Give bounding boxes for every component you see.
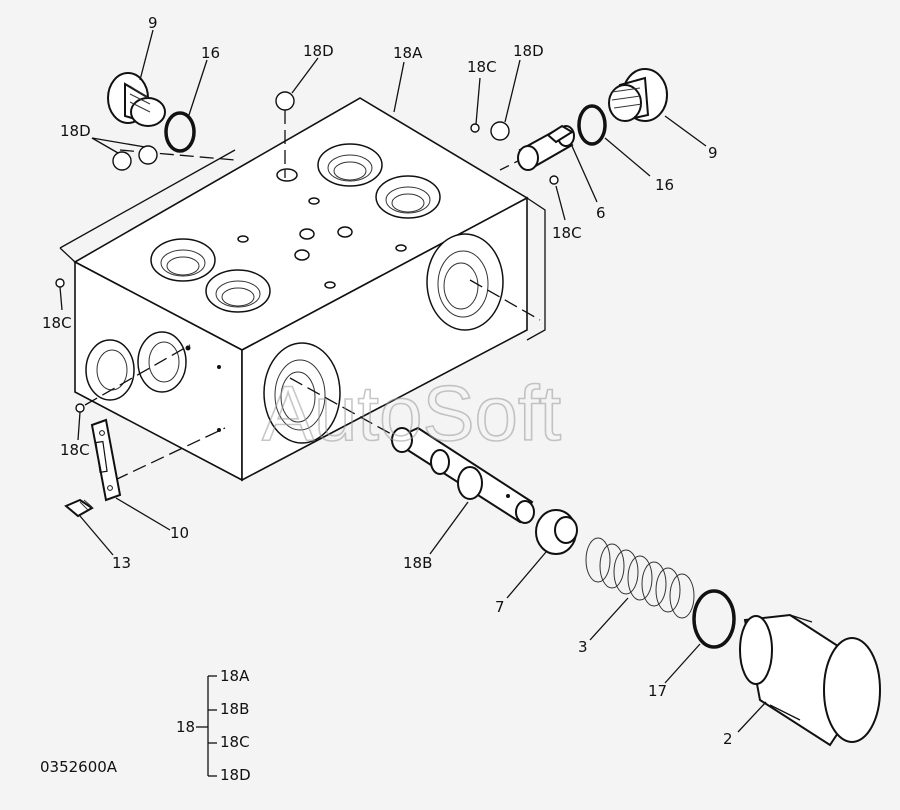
callout-18d-top: 18D — [303, 42, 334, 60]
balls — [55, 91, 559, 413]
callout-18a: 18A — [393, 44, 423, 62]
port-bore — [150, 238, 216, 282]
spool-18b — [389, 426, 535, 524]
ball-18c-top — [470, 123, 480, 133]
callout-18c-top: 18C — [467, 58, 497, 76]
piston-6 — [517, 124, 575, 171]
figure-code: 0352600A — [40, 758, 118, 776]
callout-18c-left-top: 18C — [42, 314, 72, 332]
spring-seat-7 — [535, 509, 578, 555]
plate-10 — [90, 418, 122, 502]
callout-17: 17 — [648, 682, 667, 700]
legend-item: 18C — [220, 733, 250, 751]
callout-10: 10 — [170, 524, 189, 542]
o-ring-16-right — [577, 104, 607, 146]
right-face-ports — [263, 233, 504, 444]
o-ring-16-left — [164, 111, 196, 153]
ball-18c-left-bot — [75, 403, 85, 413]
callout-18d-left: 18D — [60, 122, 91, 140]
legend-group-label: 18 — [176, 718, 195, 736]
ball-18d-right — [490, 121, 510, 141]
left-face-ports — [85, 331, 221, 432]
callout-6: 6 — [596, 204, 606, 222]
ball-18c-left-top — [55, 278, 65, 288]
callout-7: 7 — [495, 598, 505, 616]
callout-18d-right: 18D — [513, 42, 544, 60]
legend-item: 18B — [220, 700, 249, 718]
ball-18c-right — [549, 175, 559, 185]
callout-labels: 9 16 18D 18A 18C 18D 18D 9 16 6 18C 18C … — [42, 14, 733, 748]
leader-lines — [59, 29, 767, 733]
legend-item: 18D — [220, 766, 251, 784]
o-ring-17 — [692, 589, 736, 649]
port-bore — [205, 269, 271, 313]
callout-18c-right: 18C — [552, 224, 582, 242]
legend-item: 18A — [220, 667, 250, 685]
top-face-ports — [150, 143, 441, 313]
screw-13 — [64, 498, 94, 518]
callout-16-top: 16 — [201, 44, 220, 62]
callout-9-top: 9 — [148, 14, 158, 32]
ball-18d-left-b — [138, 145, 158, 165]
port-bore — [317, 143, 383, 187]
plug-2 — [739, 613, 881, 747]
callout-3: 3 — [578, 638, 588, 656]
callout-9-right: 9 — [708, 144, 718, 162]
callout-18b: 18B — [403, 554, 432, 572]
plug-9-right — [608, 68, 668, 122]
ball-18d-left-a — [112, 151, 132, 171]
callout-16-right: 16 — [655, 176, 674, 194]
watermark: AutoSoft — [262, 369, 562, 457]
ball-18d-top — [275, 91, 295, 111]
callout-18c-left-bottom: 18C — [60, 441, 90, 459]
spring-3 — [585, 537, 695, 619]
legend-bracket: 18 18A 18B 18C 18D — [176, 667, 251, 784]
callout-13: 13 — [112, 554, 131, 572]
callout-2: 2 — [723, 730, 733, 748]
port-bore — [375, 175, 441, 219]
plug-9-left — [107, 72, 166, 127]
